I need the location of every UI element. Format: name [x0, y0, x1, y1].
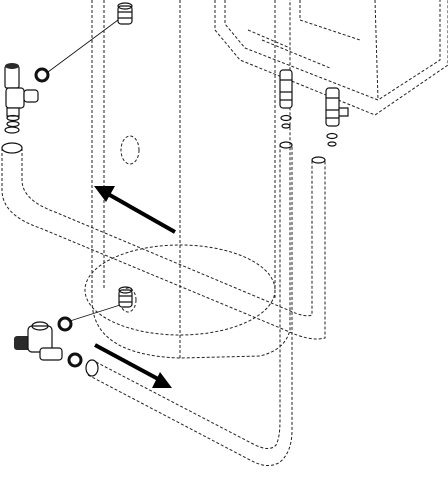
boiler-fitting-left [279, 69, 293, 129]
supply-leader-line [47, 19, 119, 73]
flow-arrow-down-icon [94, 343, 172, 388]
flow-arrow-up-icon [94, 186, 176, 234]
boiler-unit [214, 0, 448, 116]
return-leader-line [69, 304, 121, 322]
supply-o-ring-icon [34, 67, 50, 83]
return-o-ring-lower-icon [67, 352, 83, 368]
upper-loop-pipe [1, 142, 326, 340]
return-o-ring-upper-icon [57, 316, 73, 332]
lower-tank-connector [118, 286, 133, 308]
storage-tank [84, 0, 291, 359]
boiler-fitting-right [325, 87, 349, 147]
lower-loop-pipe [85, 141, 293, 466]
supply-valve-icon [4, 63, 39, 134]
upper-tank-connector [117, 2, 133, 25]
return-valve-icon [14, 321, 63, 361]
